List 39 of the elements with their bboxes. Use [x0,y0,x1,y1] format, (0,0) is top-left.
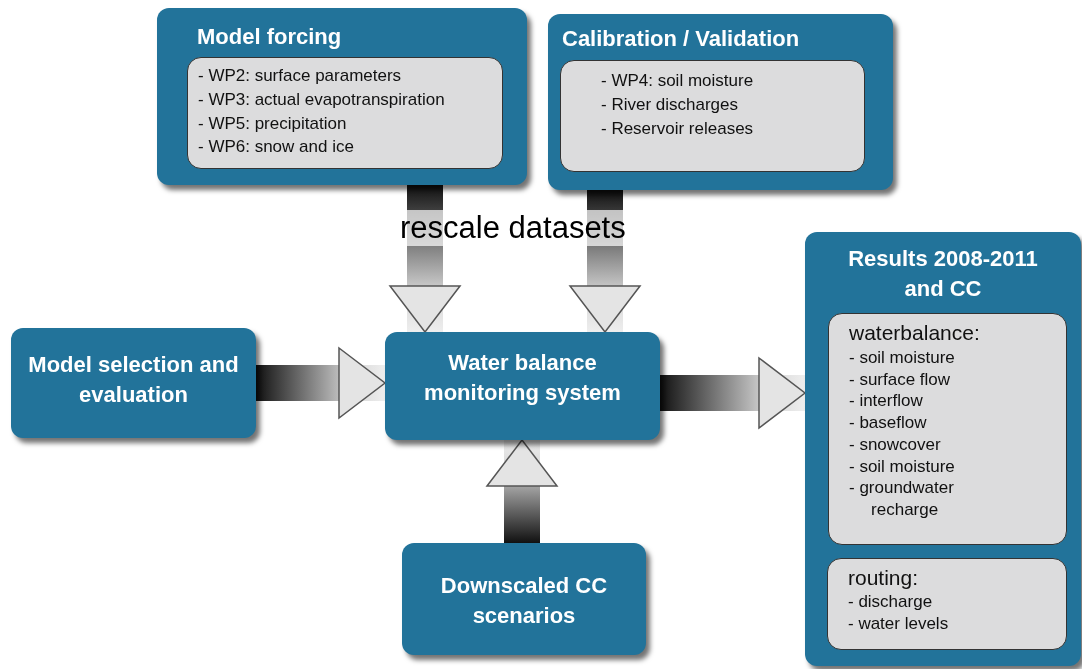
list-item: - water levels [848,612,950,634]
list-item: - baseflow [849,412,928,434]
list-item: - WP3: actual evapotranspiration [198,88,446,111]
list-item: - WP4: soil moisture [601,70,755,92]
list-item: - groundwater recharge [849,477,955,521]
block-arrow [569,190,641,333]
process-box [805,232,1081,666]
box-title: Results 2008-2011 and CC [847,245,1039,303]
box-title: Calibration / Validation [562,25,801,53]
list-item: - discharge [848,591,934,613]
content-panel [827,558,1067,650]
process-box [11,328,256,438]
block-arrow [486,439,558,543]
list-item: - Reservoir releases [601,117,755,140]
process-box [157,8,527,185]
list-item: - snowcover [849,433,942,456]
list-item: - WP5: precipitation [198,112,348,135]
block-arrow [256,347,386,419]
list-item: - WP2: surface parameters [198,65,403,87]
box-title: Downscaled CC scenarios [439,572,609,630]
list-item: - River discharges [601,93,739,116]
content-panel [187,57,503,169]
box-title: Model forcing [197,23,343,51]
box-title: Water balance monitoring system [423,349,622,407]
list-item: - interflow [849,390,924,413]
block-arrow [389,185,461,333]
section-heading: waterbalance: [849,320,981,346]
section-heading: routing: [848,565,920,591]
content-panel [828,313,1067,545]
list-item: - soil moisture [849,346,956,369]
process-box [385,332,660,440]
process-box [402,543,646,655]
content-panel [560,60,865,172]
process-box [548,14,893,190]
list-item: - soil moisture [849,455,956,478]
box-title: Model selection and evaluation [27,351,240,409]
list-item: - WP6: snow and ice [198,136,355,159]
block-arrow [660,357,806,429]
list-item: - surface flow [849,368,952,391]
